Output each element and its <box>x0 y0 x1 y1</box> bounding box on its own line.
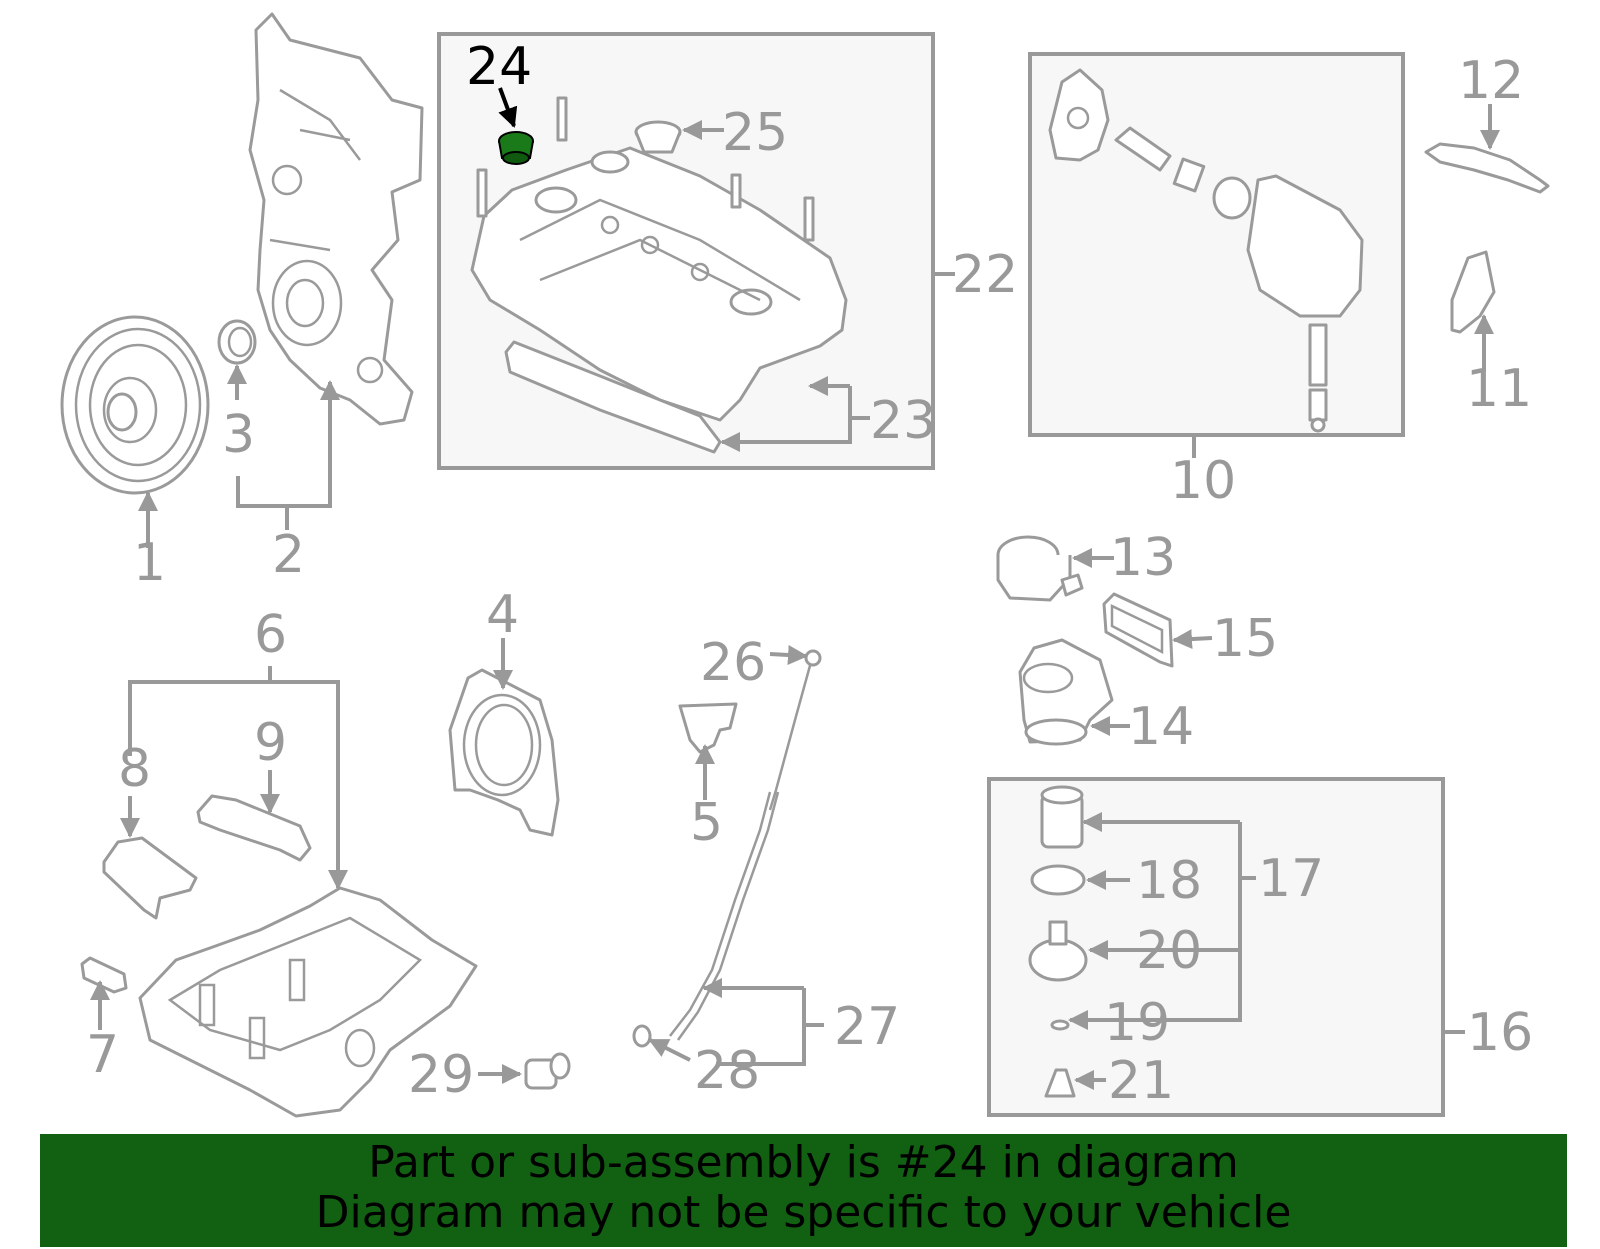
filter-o-ring-part[interactable] <box>1030 864 1086 896</box>
callout-27: 27 <box>834 997 900 1057</box>
oil-pump-part[interactable] <box>1048 68 1364 433</box>
callout-11: 11 <box>1466 359 1532 419</box>
callout-17: 17 <box>1258 849 1324 909</box>
banner-line-1: Part or sub-assembly is #24 in diagram <box>368 1137 1239 1188</box>
callout-29: 29 <box>408 1045 474 1105</box>
oil-filter-part[interactable] <box>1040 785 1084 849</box>
callout-23: 23 <box>870 391 936 451</box>
baffle-plate-part[interactable] <box>196 794 312 862</box>
callout-18: 18 <box>1136 851 1202 911</box>
callout-8: 8 <box>118 739 151 799</box>
engine-bracket-part[interactable] <box>1424 142 1550 194</box>
grommet-part-highlighted[interactable] <box>498 131 534 165</box>
adapter-gasket-part[interactable] <box>1102 592 1174 668</box>
callout-22: 22 <box>952 245 1018 305</box>
filter-cap-part[interactable] <box>1028 920 1088 982</box>
oil-filler-cap-part[interactable] <box>634 120 682 154</box>
dipstick-part[interactable] <box>669 649 822 1041</box>
callout-5: 5 <box>690 793 723 853</box>
callout-4: 4 <box>486 585 519 645</box>
rear-seal-housing-part[interactable] <box>448 668 560 837</box>
oil-pressure-switch-part[interactable] <box>524 1052 571 1090</box>
dipstick-tube-bracket-part[interactable] <box>678 702 738 754</box>
dipstick-o-ring-part[interactable] <box>632 1024 652 1048</box>
callout-10: 10 <box>1170 451 1236 511</box>
front-seal-part[interactable] <box>217 319 257 365</box>
callout-26: 26 <box>700 633 766 693</box>
callout-24: 24 <box>466 37 532 97</box>
leader-lines <box>90 87 1500 1090</box>
callout-7: 7 <box>86 1025 119 1085</box>
callout-28: 28 <box>694 1041 760 1101</box>
valve-cover-bolts-part[interactable] <box>476 96 815 242</box>
callout-14: 14 <box>1128 697 1194 757</box>
callout-16: 16 <box>1467 1003 1533 1063</box>
banner-line-2: Diagram may not be specific to your vehi… <box>315 1187 1292 1238</box>
callout-2: 2 <box>272 525 305 585</box>
callout-21: 21 <box>1108 1051 1174 1111</box>
callout-labels: 1 2 3 4 5 6 7 8 9 10 11 12 13 14 15 16 1… <box>86 37 1533 1111</box>
pump-bracket-part[interactable] <box>1450 250 1496 334</box>
callout-19: 19 <box>1104 993 1170 1053</box>
filter-adapter-part[interactable] <box>1018 638 1114 746</box>
callout-6: 6 <box>254 605 287 665</box>
oil-level-sensor-part[interactable] <box>80 956 128 994</box>
callout-1: 1 <box>133 533 166 593</box>
callout-15: 15 <box>1212 609 1278 669</box>
callout-13: 13 <box>1110 528 1176 588</box>
info-banner: Part or sub-assembly is #24 in diagram D… <box>40 1134 1567 1247</box>
callout-3: 3 <box>222 405 255 465</box>
oil-pan-part[interactable] <box>138 886 478 1118</box>
drain-plug-part[interactable] <box>1044 1068 1076 1098</box>
crank-pulley-part[interactable] <box>60 315 210 495</box>
callout-12: 12 <box>1458 51 1524 111</box>
callout-9: 9 <box>254 713 287 773</box>
valve-cover-part[interactable] <box>470 146 848 422</box>
timing-cover-part[interactable] <box>248 12 424 426</box>
callout-25: 25 <box>722 103 788 163</box>
callout-20: 20 <box>1136 921 1202 981</box>
drain-o-ring-part[interactable] <box>1050 1019 1070 1031</box>
oil-baffle-part[interactable] <box>102 836 198 920</box>
oil-cooler-part[interactable] <box>996 535 1084 602</box>
